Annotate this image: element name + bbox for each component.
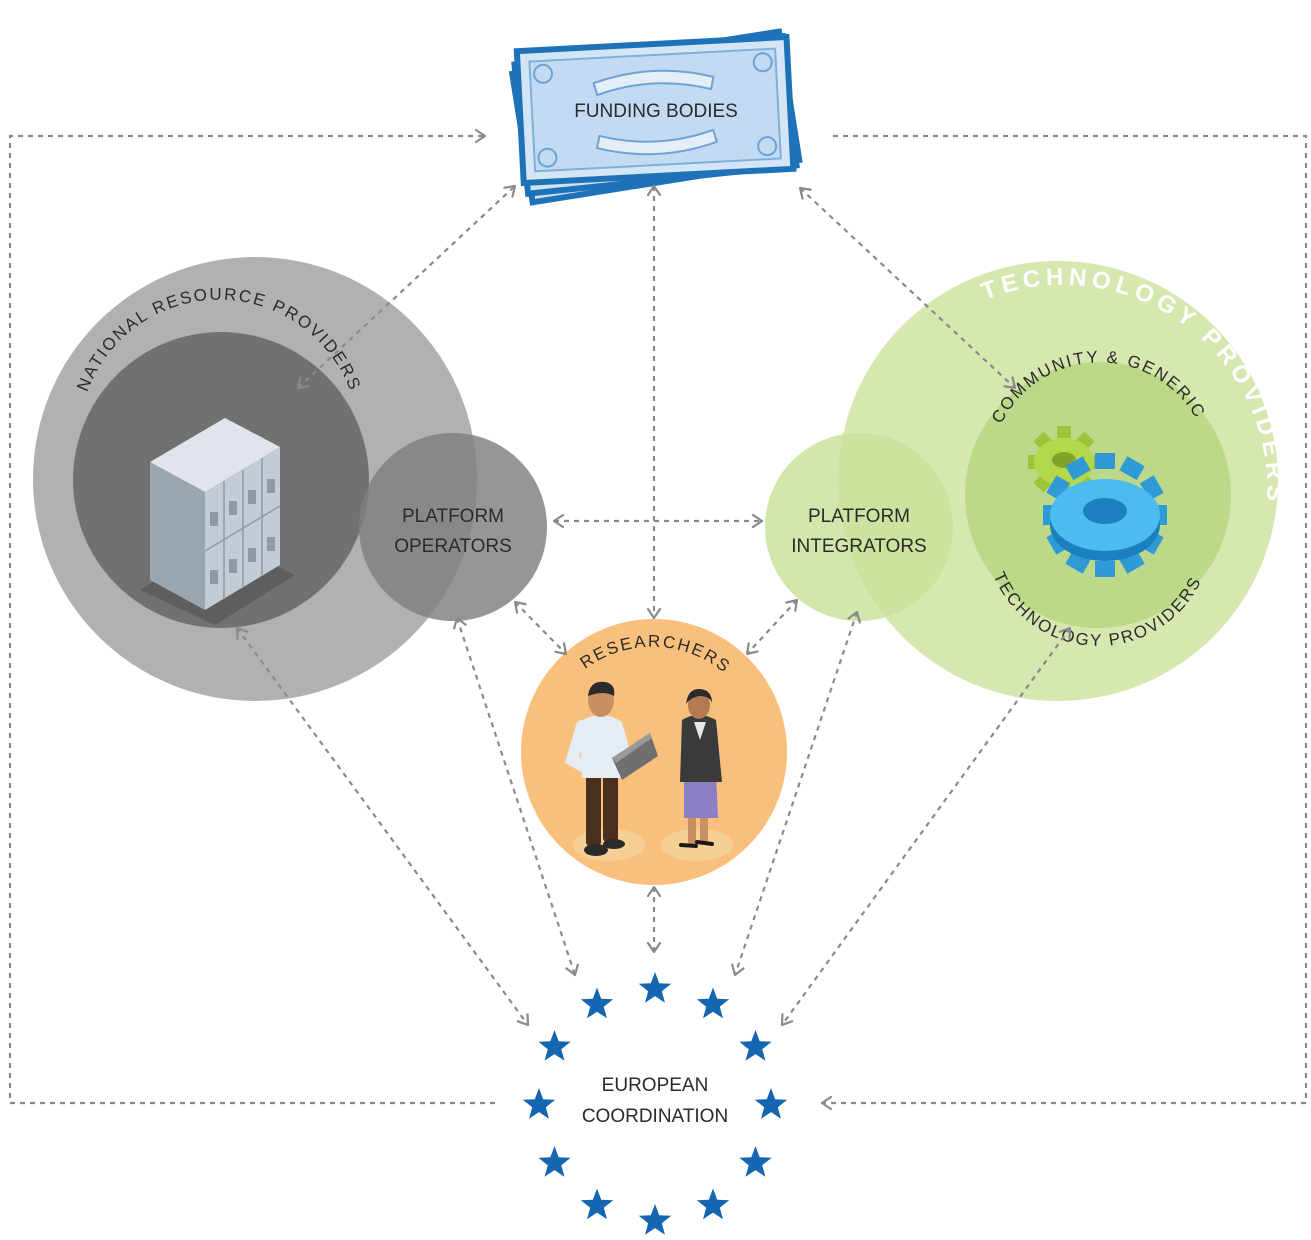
- eu-stars-ring: [522, 972, 788, 1235]
- arrow-head: [751, 513, 764, 529]
- connector-arrows: [8, 128, 1308, 1111]
- platform-operators-circle: [359, 433, 547, 621]
- arrow-head: [1003, 376, 1017, 390]
- dashed-connector: [514, 601, 567, 655]
- arrow-head: [296, 376, 310, 390]
- platform-integrators-line1: PLATFORM: [808, 506, 910, 527]
- arrow-head: [565, 963, 579, 977]
- arrow-head: [785, 598, 799, 612]
- eu-star: [638, 1204, 672, 1235]
- ngis-title: NGIs: [31, 299, 71, 372]
- platform-operators-line2: OPERATORS: [394, 536, 512, 557]
- arrow-head: [453, 616, 467, 630]
- arrow-head: [646, 607, 662, 620]
- eu-star: [522, 1088, 556, 1119]
- dashed-connector: [733, 611, 859, 976]
- dashed-connector: [822, 134, 1308, 1105]
- arrow-head: [552, 513, 565, 529]
- arrow-head: [731, 963, 745, 977]
- arrow-head: [798, 186, 812, 200]
- funding-bodies-label: FUNDING BODIES: [574, 101, 738, 122]
- eu-star: [580, 1188, 614, 1220]
- dashed-connector: [746, 599, 798, 655]
- eu-star: [739, 1030, 772, 1061]
- eu-star: [696, 987, 730, 1019]
- arrow-head: [513, 600, 527, 614]
- arrow-head: [516, 1013, 530, 1027]
- eu-star: [754, 1088, 788, 1119]
- arrow-head: [235, 626, 249, 640]
- arrow-head: [745, 642, 759, 656]
- dashed-connector: [799, 187, 1016, 389]
- eu-star: [538, 1146, 571, 1177]
- eu-star: [696, 1188, 730, 1220]
- arrow-head: [646, 885, 662, 898]
- arrow-head: [1058, 626, 1072, 640]
- dashed-connector: [455, 617, 577, 976]
- arrow-head: [646, 184, 662, 197]
- platform-integrators-line2: INTEGRATORS: [791, 536, 926, 557]
- large-blue-gear: [1043, 453, 1167, 577]
- platform-integrators-circle: [765, 433, 953, 621]
- female-researcher-icon: [661, 688, 733, 861]
- dashed-connector: [8, 134, 495, 1105]
- platform-operators-line1: PLATFORM: [402, 506, 504, 527]
- arrow-head: [820, 1095, 833, 1111]
- arrow-head: [780, 1013, 794, 1027]
- eu-star: [638, 972, 672, 1003]
- european-line2: COORDINATION: [582, 1106, 728, 1127]
- arrow-head: [474, 128, 487, 144]
- male-researcher-icon: [564, 681, 658, 861]
- arrow-head: [646, 941, 662, 954]
- eu-star: [739, 1146, 772, 1177]
- banknotes-icon: [508, 28, 803, 206]
- arrow-head: [554, 642, 568, 656]
- eu-star: [538, 1030, 571, 1061]
- arrow-head: [847, 610, 861, 624]
- server-rack-icon: [140, 418, 295, 625]
- european-line1: EUROPEAN: [602, 1075, 709, 1096]
- eu-star: [580, 987, 614, 1019]
- dashed-connector: [236, 627, 529, 1026]
- gears-icon: [1028, 426, 1167, 577]
- arrow-head: [503, 184, 517, 198]
- dashed-connector: [781, 627, 1071, 1026]
